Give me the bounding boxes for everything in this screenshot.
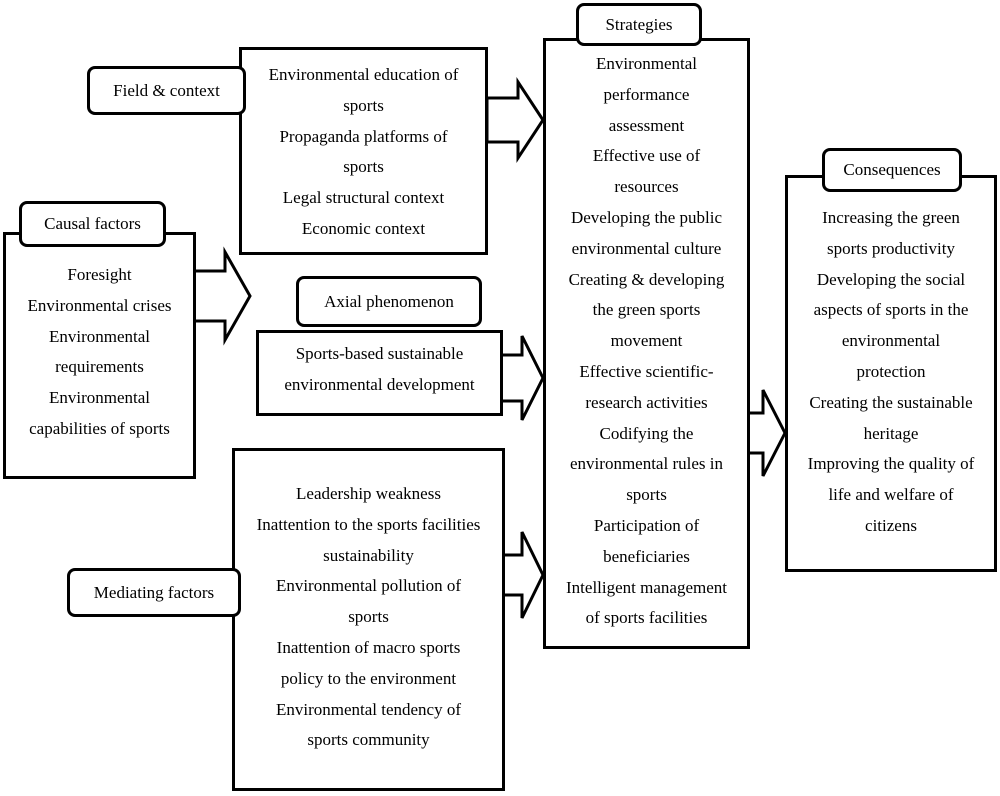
strategies-line: resources [614, 177, 679, 197]
consequences-line: protection [856, 361, 926, 381]
mediating-factors-line: sports [348, 607, 389, 627]
strategies-line: Effective scientific- [579, 361, 714, 381]
causal-factors-box: Foresight Environmental crises Environme… [3, 232, 196, 479]
mediating-factors-line: policy to the environment [280, 668, 457, 688]
strategies-line: Developing the public [570, 207, 723, 227]
consequences-line: environmental [841, 331, 941, 351]
axial-phenomenon-label: Axial phenomenon [296, 276, 482, 327]
field-context-line: Propaganda platforms of [279, 126, 448, 146]
causal-factors-line: Environmental [48, 388, 151, 408]
arrow-field-to-strategies [485, 76, 545, 164]
arrow-strategies-to-consequences [746, 389, 787, 477]
causal-factors-label: Causal factors [19, 201, 166, 247]
consequences-text: Increasing the green sports productivity… [788, 203, 994, 542]
mediating-factors-line: sustainability [323, 545, 414, 565]
consequences-line: sports productivity [827, 238, 955, 258]
field-context-line: Legal structural context [282, 188, 445, 208]
mediating-factors-line: Inattention of macro sports [276, 637, 461, 657]
axial-phenomenon-text: Sports-based sustainable environmental d… [259, 339, 500, 401]
field-context-line: Economic context [301, 218, 426, 238]
causal-factors-line: Environmental crises [27, 295, 172, 315]
arrow-axial-to-strategies [499, 335, 545, 421]
strategies-line: Codifying the [599, 423, 694, 443]
consequences-box: Increasing the green sports productivity… [785, 175, 997, 572]
strategies-line: Effective use of [592, 146, 701, 166]
mediating-factors-box: Leadership weakness Inattention to the s… [232, 448, 505, 791]
consequences-line: Creating the sustainable [809, 392, 973, 412]
field-context-line: sports [343, 157, 384, 177]
causal-factors-line: Environmental [48, 326, 151, 346]
axial-phenomenon-line: Sports-based sustainable [295, 344, 464, 363]
strategies-line: assessment [608, 115, 685, 135]
strategies-line: Participation of [593, 515, 700, 535]
causal-factors-text: Foresight Environmental crises Environme… [6, 260, 193, 445]
strategies-line: of sports facilities [585, 608, 708, 628]
field-context-label: Field & context [87, 66, 246, 115]
strategies-line: environmental culture [571, 238, 722, 258]
arrow-mediating-to-strategies [501, 531, 545, 619]
consequences-line: Increasing the green [822, 208, 960, 227]
consequences-line: heritage [863, 423, 919, 443]
mediating-factors-line: sports community [307, 730, 430, 750]
mediating-factors-text: Leadership weakness Inattention to the s… [235, 479, 502, 756]
consequences-label: Consequences [822, 148, 962, 192]
causal-factors-line: Foresight [67, 265, 132, 284]
strategies-line: sports [626, 485, 667, 505]
field-context-line: Environmental education of [268, 65, 459, 84]
consequences-line: life and welfare of [828, 485, 954, 505]
strategies-line: performance [603, 84, 690, 104]
strategies-line: beneficiaries [603, 546, 690, 566]
arrow-causal-to-axial [192, 246, 252, 346]
causal-factors-line: requirements [55, 357, 144, 377]
mediating-factors-line: Environmental pollution of [275, 576, 462, 596]
mediating-factors-line: Leadership weakness [296, 484, 441, 503]
causal-factors-line: capabilities of sports [29, 418, 170, 438]
consequences-line: Developing the social [816, 269, 966, 289]
consequences-line: aspects of sports in the [813, 300, 969, 320]
strategies-line: movement [610, 331, 683, 351]
field-context-line: sports [343, 95, 384, 115]
strategies-line: Creating & developing [568, 269, 725, 289]
mediating-factors-label: Mediating factors [67, 568, 241, 617]
strategies-label: Strategies [576, 3, 702, 46]
mediating-factors-line: Environmental tendency of [275, 699, 462, 719]
strategies-line: environmental rules in [570, 454, 723, 474]
field-context-box: Environmental education of sports Propag… [239, 47, 488, 255]
strategies-text: Environmental performance assessment Eff… [546, 49, 747, 634]
strategies-line: Environmental [595, 54, 698, 73]
consequences-line: citizens [865, 515, 917, 535]
axial-phenomenon-box: Sports-based sustainable environmental d… [256, 330, 503, 416]
strategies-box: Environmental performance assessment Eff… [543, 38, 750, 649]
strategies-line: Intelligent management [566, 577, 727, 597]
strategies-line: research activities [585, 392, 708, 412]
strategies-line: the green sports [592, 300, 701, 320]
field-context-text: Environmental education of sports Propag… [242, 60, 485, 245]
mediating-factors-line: Inattention to the sports facilities [256, 514, 481, 534]
axial-phenomenon-line: environmental development [284, 374, 475, 394]
consequences-line: Improving the quality of [807, 454, 975, 474]
